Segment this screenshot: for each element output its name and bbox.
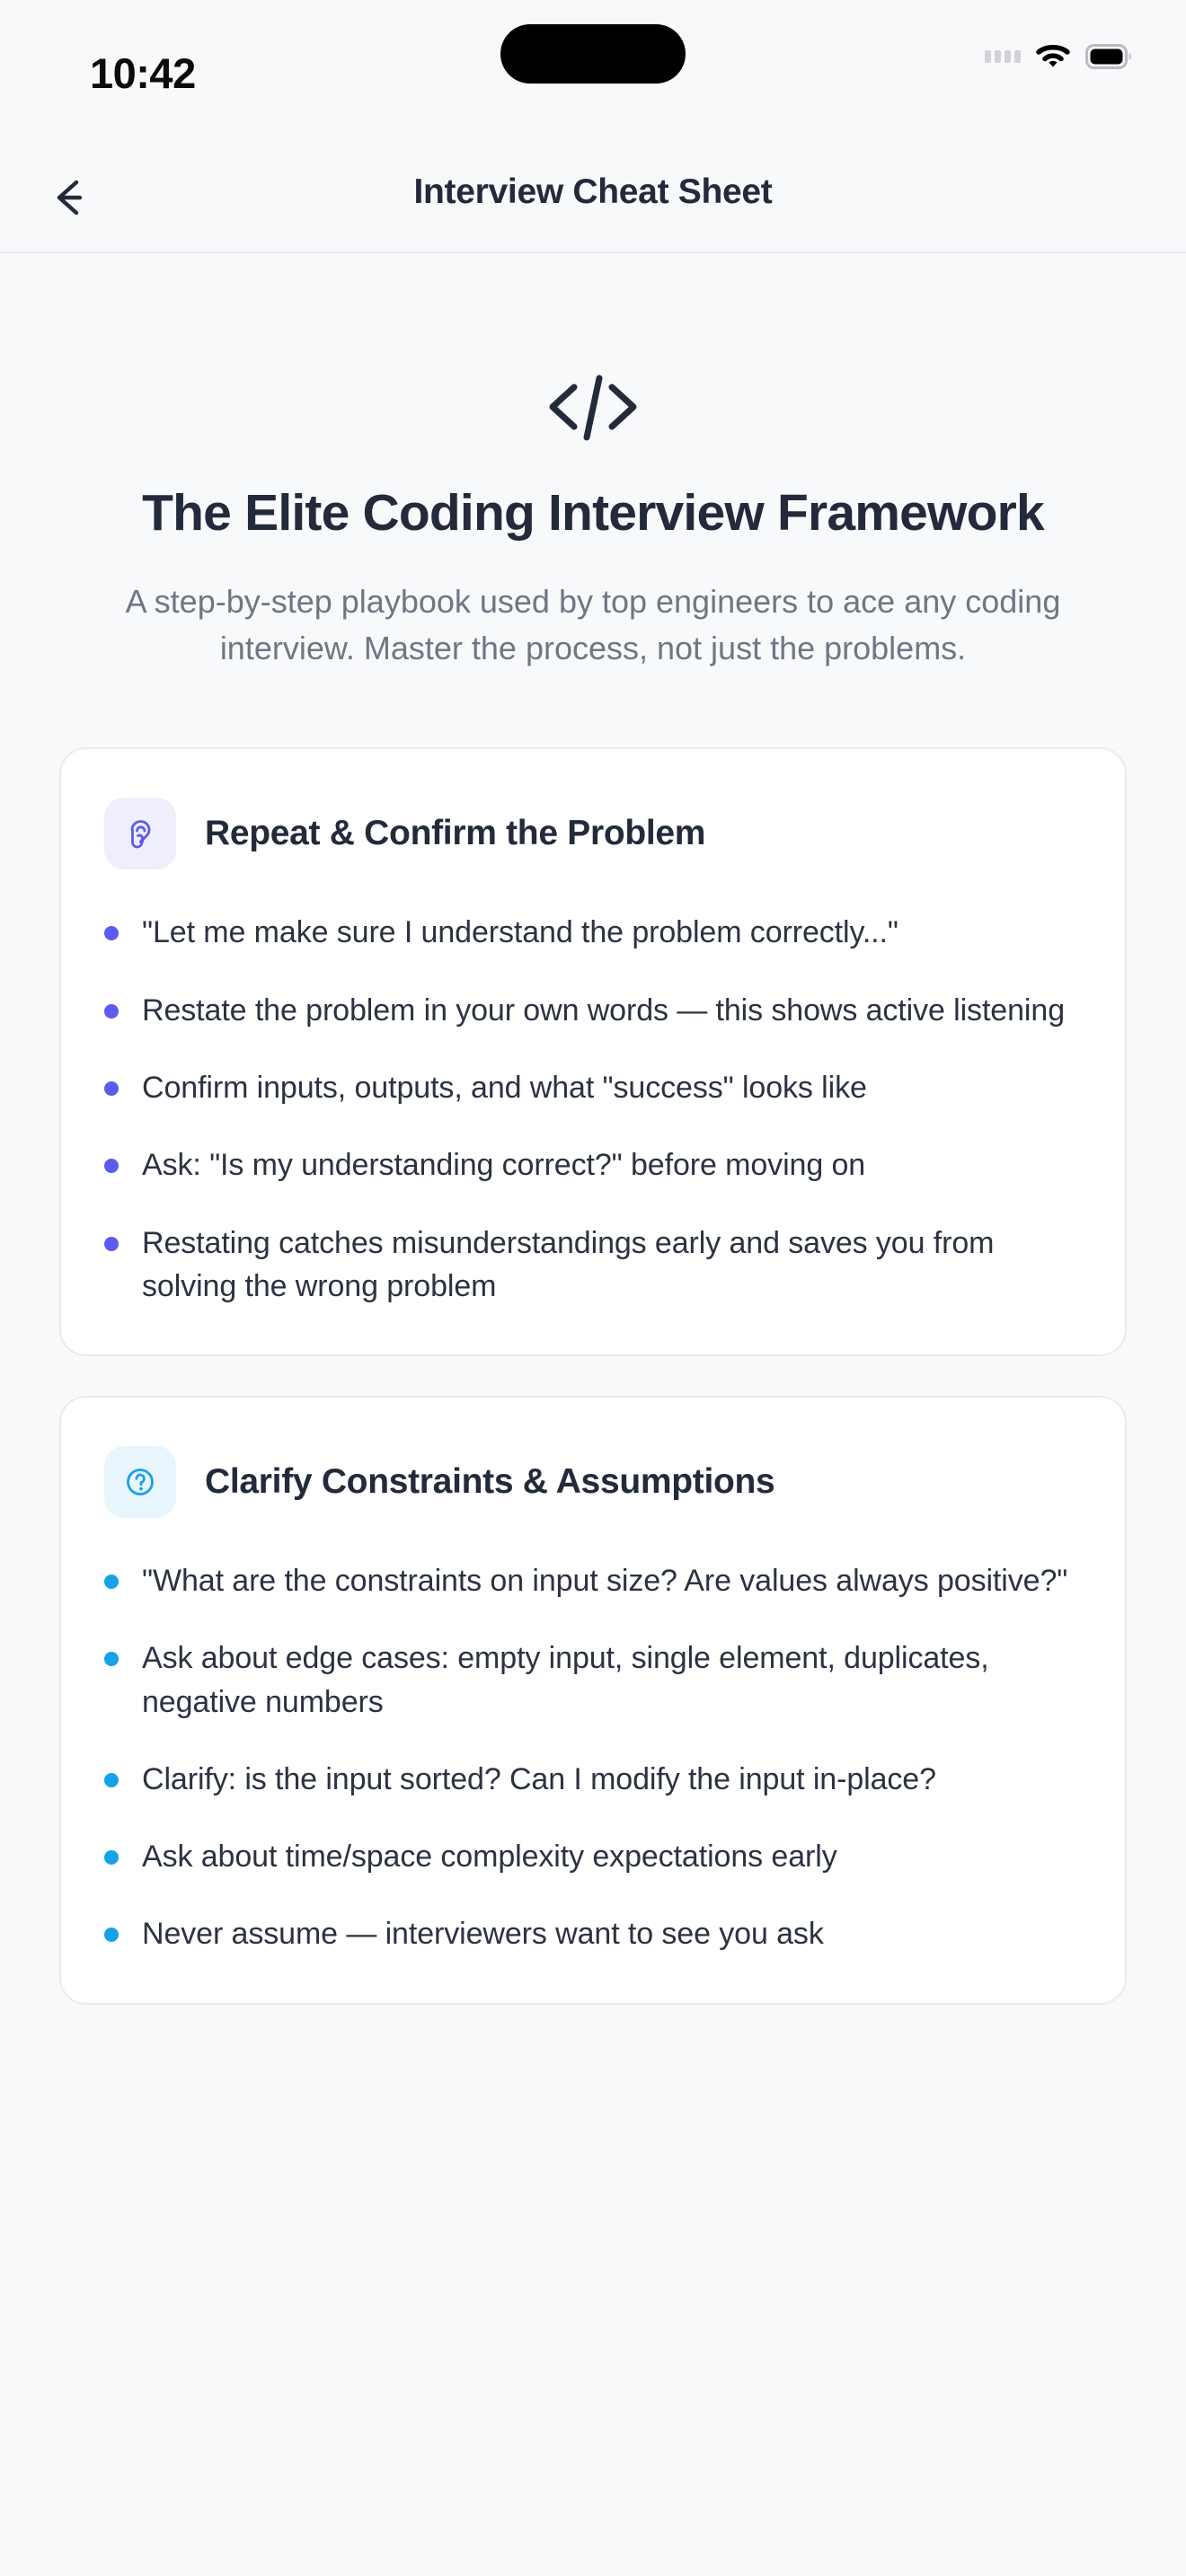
back-button[interactable] [27,154,113,241]
bullet-text: Restate the problem in your own words — … [142,992,1065,1028]
dynamic-island [500,24,686,84]
bullet-text: Ask: "Is my understanding correct?" befo… [142,1148,866,1183]
bullet-text: "What are the constraints on input size?… [142,1564,1068,1599]
card-repeat-confirm-problem[interactable]: Repeat & Confirm the Problem "Let me mak… [59,747,1127,1357]
card-title: Repeat & Confirm the Problem [205,814,706,853]
bullet-dot [104,1575,119,1590]
navigation-bar: Interview Cheat Sheet [0,142,1186,253]
list-item: Restating catches misunderstandings earl… [104,1222,1082,1309]
status-bar: 10:42 [0,0,1186,142]
bullet-text: Ask about time/space complexity expectat… [142,1839,837,1875]
list-item: Clarify: is the input sorted? Can I modi… [104,1758,1082,1801]
card-icon-tile [104,1446,176,1519]
code-brackets-icon [68,354,1118,460]
list-item: Confirm inputs, outputs, and what "succe… [104,1066,1082,1109]
page-title: Interview Cheat Sheet [413,172,773,211]
cards-list: Repeat & Confirm the Problem "Let me mak… [0,747,1186,2005]
wifi-icon [1035,43,1071,70]
bullet-dot [104,1772,119,1787]
bullet-dot [104,1652,119,1667]
list-item: "Let me make sure I understand the probl… [104,911,1082,954]
bullet-text: Confirm inputs, outputs, and what "succe… [142,1071,867,1106]
hero-section: The Elite Coding Interview Framework A s… [0,253,1186,672]
question-circle-icon [120,1462,160,1502]
card-icon-tile [104,798,176,870]
card-bullet-list: "What are the constraints on input size?… [104,1559,1082,1956]
hero-subtitle: A step-by-step playbook used by top engi… [125,583,1061,667]
card-header: Clarify Constraints & Assumptions [104,1446,1082,1519]
list-item: "What are the constraints on input size?… [104,1559,1082,1602]
bullet-text: Ask about edge cases: empty input, singl… [142,1641,989,1719]
card-header: Repeat & Confirm the Problem [104,798,1082,870]
bullet-dot [104,1236,119,1251]
bullet-text: Never assume — interviewers want to see … [142,1917,824,1952]
arrow-left-icon [49,177,91,218]
hero-title: The Elite Coding Interview Framework [142,484,1045,542]
scroll-content[interactable]: The Elite Coding Interview Framework A s… [0,253,1186,2005]
card-clarify-constraints-assumptions[interactable]: Clarify Constraints & Assumptions "What … [59,1396,1127,2005]
bullet-dot [104,1928,119,1943]
list-item: Ask about edge cases: empty input, singl… [104,1636,1082,1724]
bullet-dot [104,1081,119,1097]
list-item: Ask: "Is my understanding correct?" befo… [104,1143,1082,1187]
status-time: 10:42 [90,49,196,97]
list-item: Restate the problem in your own words — … [104,989,1082,1032]
card-title: Clarify Constraints & Assumptions [205,1461,775,1501]
battery-full-icon [1085,44,1134,69]
bullet-text: "Let me make sure I understand the probl… [142,915,898,950]
bullet-dot [104,1850,119,1866]
cellular-dots-icon [985,38,1021,75]
bullet-dot [104,1003,119,1019]
list-item: Ask about time/space complexity expectat… [104,1835,1082,1878]
list-item: Never assume — interviewers want to see … [104,1912,1082,1955]
bullet-dot [104,1159,119,1174]
bullet-text: Clarify: is the input sorted? Can I modi… [142,1761,936,1796]
bullet-text: Restating catches misunderstandings earl… [142,1225,995,1303]
card-bullet-list: "Let me make sure I understand the probl… [104,911,1082,1308]
status-indicators [985,38,1134,75]
bullet-dot [104,926,119,941]
ear-icon [120,814,160,853]
